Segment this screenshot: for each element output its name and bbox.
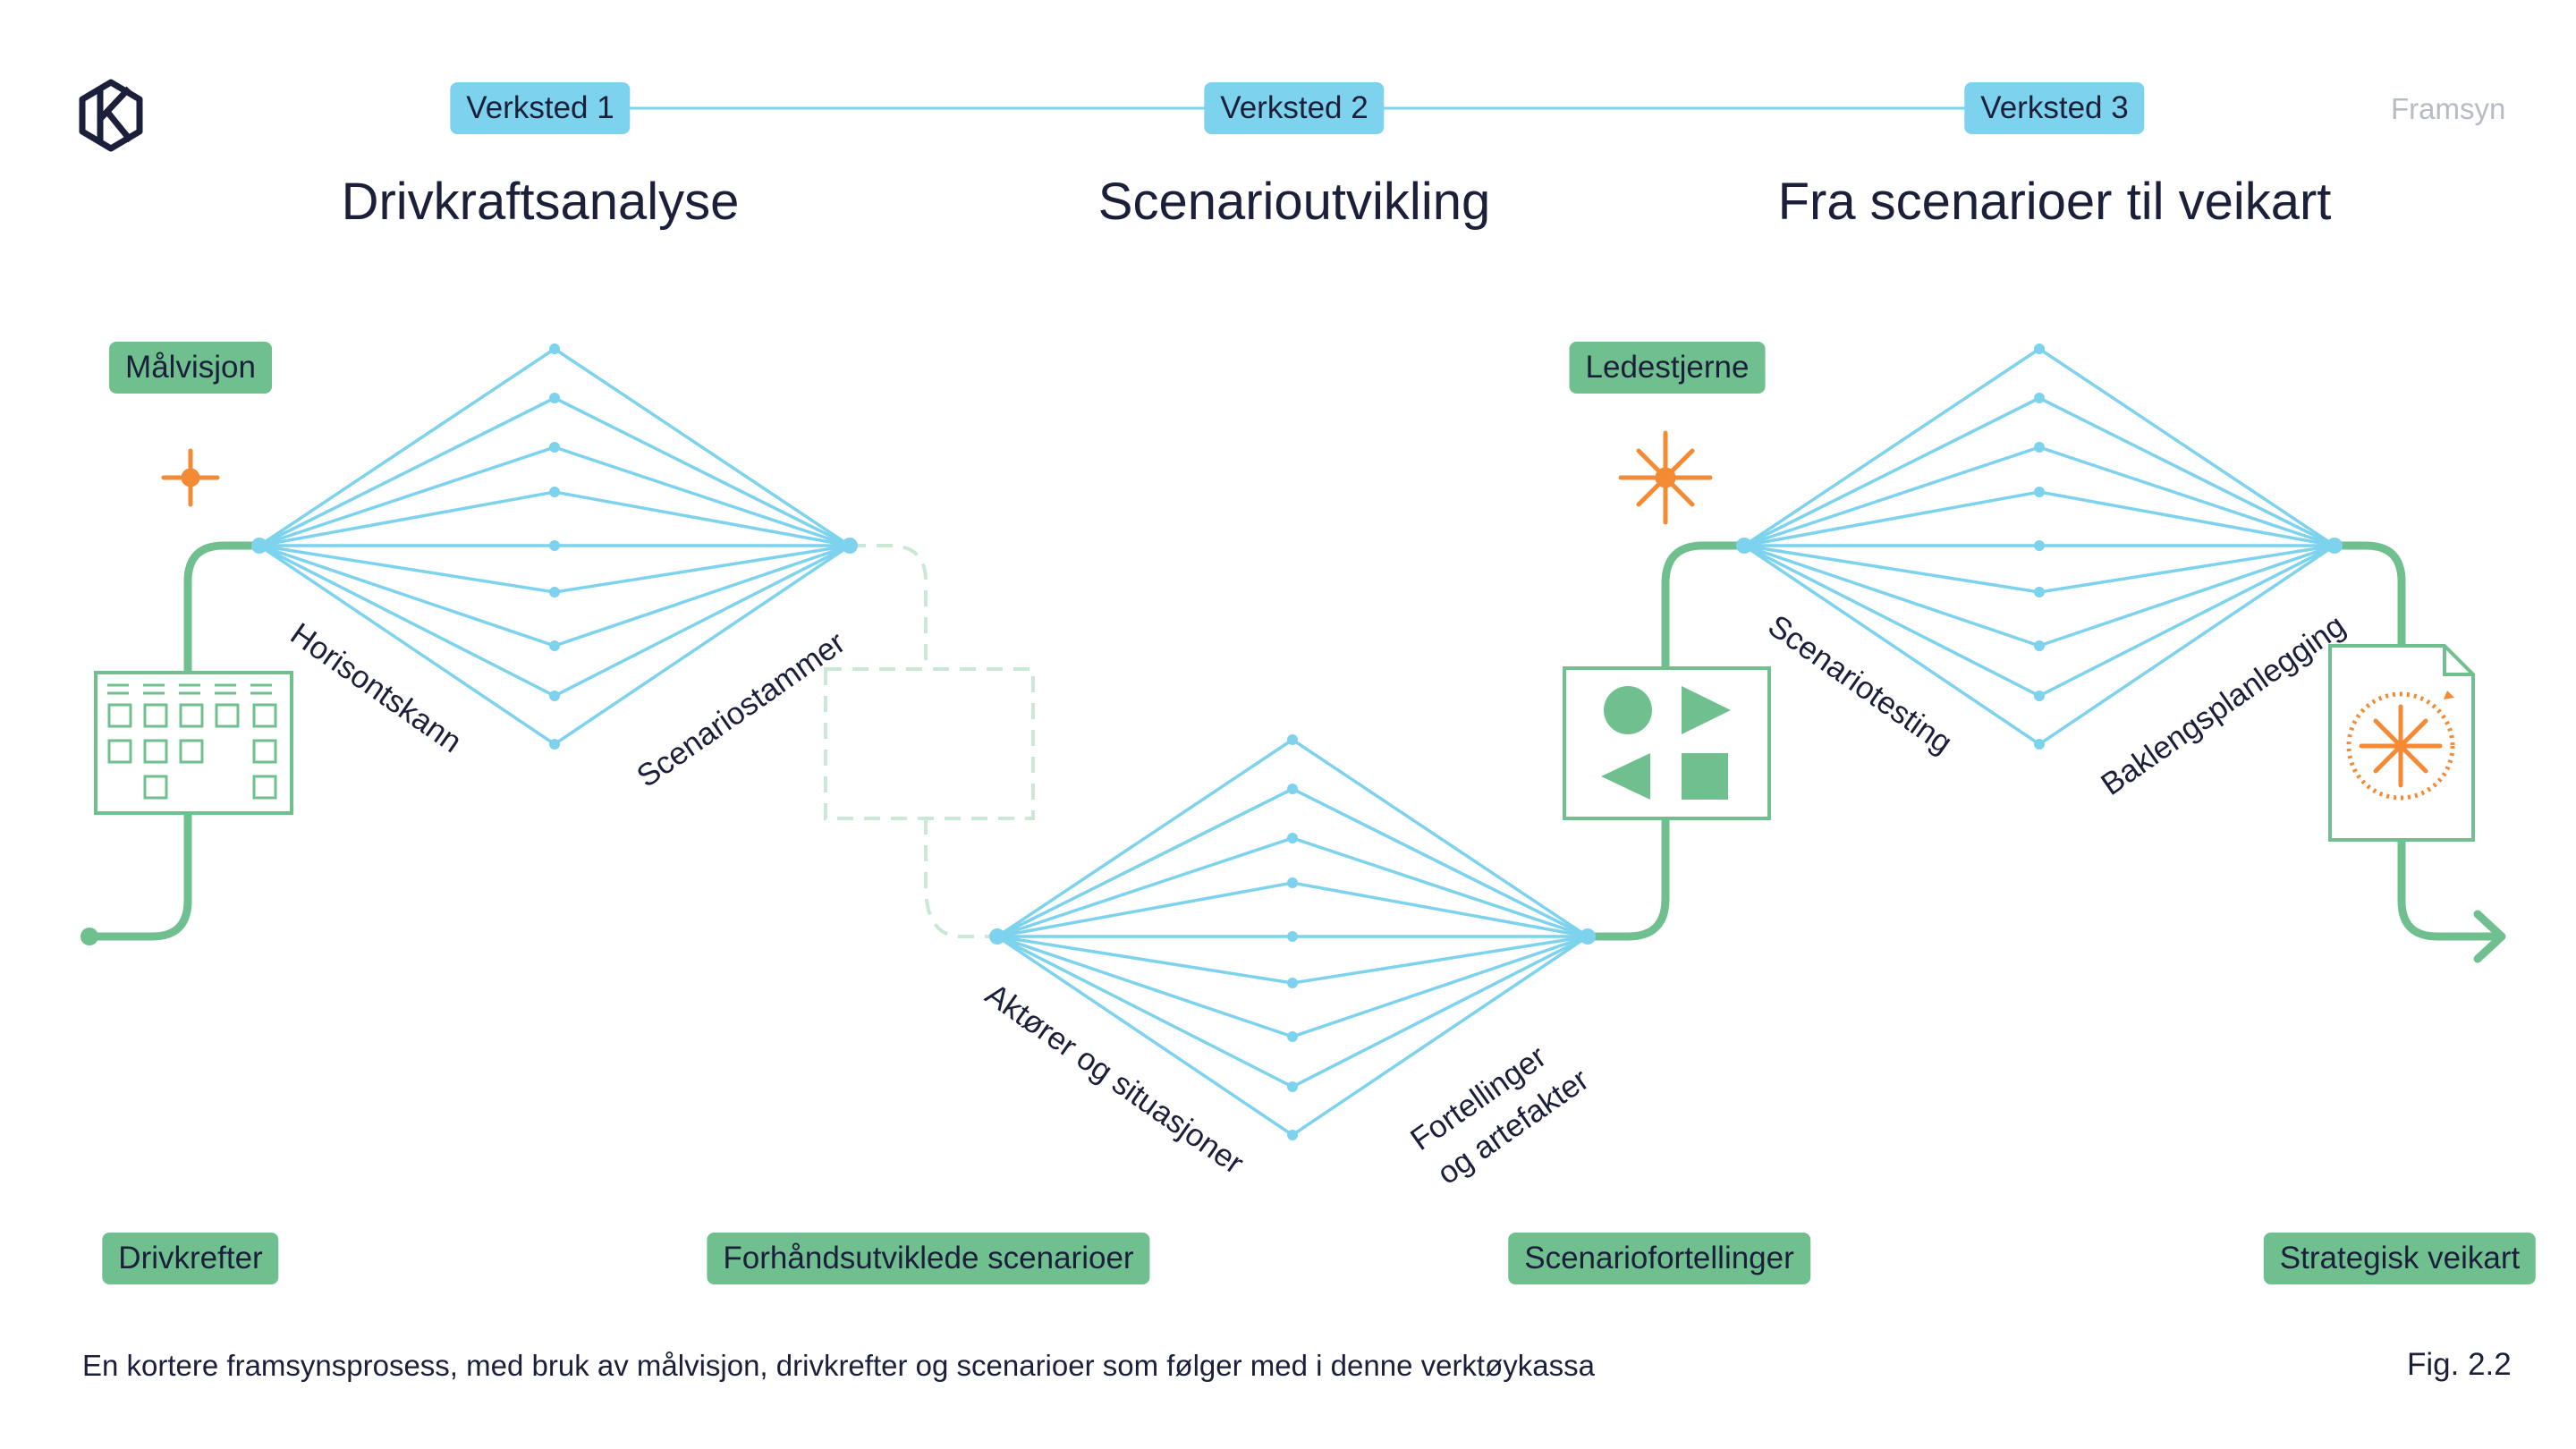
tag-strategisk-veikart: Strategisk veikart xyxy=(2263,1233,2537,1284)
diamond-node xyxy=(1287,734,1298,745)
diamond-line xyxy=(258,544,851,594)
diamond-veikart xyxy=(1736,343,2343,750)
diamond-node xyxy=(1287,877,1298,888)
diamond-node xyxy=(1287,784,1298,794)
figure-number: Fig. 2.2 xyxy=(2407,1347,2512,1382)
diamond-node xyxy=(1287,833,1298,843)
large-star-icon xyxy=(1618,430,1713,525)
diamond-node xyxy=(2034,487,2045,497)
diamond-vertex xyxy=(2326,538,2343,554)
diamond-vertex xyxy=(1580,928,1596,945)
workshop-title-3: Fra scenarioer til veikart xyxy=(1777,173,2332,231)
diamond-node xyxy=(549,587,560,597)
diamond-node xyxy=(1287,931,1298,942)
diamond-node xyxy=(1287,1031,1298,1042)
diamond-drivkraftsanalyse xyxy=(251,343,858,750)
shapes-icon xyxy=(1563,666,1771,820)
figure-caption: En kortere framsynsprosess, med bruk av … xyxy=(82,1349,1595,1382)
diamond-node xyxy=(2034,739,2045,750)
workshop-pill-3: Verksted 3 xyxy=(1964,82,2145,134)
diamond-node xyxy=(2034,540,2045,551)
diamond-line xyxy=(1743,544,2335,594)
workshop-pill-1: Verksted 1 xyxy=(450,82,631,134)
diamond-node xyxy=(2034,691,2045,701)
dashed-connector xyxy=(850,544,997,938)
diamond-node xyxy=(549,540,560,551)
workshop-title-2: Scenarioutvikling xyxy=(1097,173,1491,231)
diamond-line xyxy=(996,787,1589,938)
tag-malvisjon: Målvisjon xyxy=(109,342,272,394)
tag-forhandsutviklede-scenarioer: Forhåndsutviklede scenarioer xyxy=(707,1233,1150,1284)
diamond-vertex xyxy=(842,538,858,554)
diamond-vertex xyxy=(251,538,267,554)
diamond-vertex xyxy=(1736,538,1752,554)
diamond-node xyxy=(1287,1130,1298,1140)
diamond-node xyxy=(1287,978,1298,988)
diamond-node xyxy=(2034,587,2045,597)
diamond-node xyxy=(549,739,560,750)
diamond-scenarioutvikling xyxy=(989,734,1596,1140)
document-compass-icon xyxy=(2328,644,2475,842)
workshop-pill-2: Verksted 2 xyxy=(1204,82,1385,134)
diamond-node xyxy=(549,393,560,403)
small-star-icon xyxy=(161,448,220,507)
calendar-grid-icon xyxy=(94,671,293,815)
diamond-node xyxy=(2034,343,2045,354)
diamond-node xyxy=(2034,442,2045,453)
diamond-node xyxy=(2034,640,2045,651)
diamond-node xyxy=(549,343,560,354)
tag-ledestjerne: Ledestjerne xyxy=(1569,342,1766,394)
tag-drivkrefter: Drivkrefter xyxy=(102,1233,279,1284)
workshop-title-1: Drivkraftsanalyse xyxy=(341,173,740,231)
dashed-scenario-box xyxy=(824,667,1035,820)
diamond-node xyxy=(1287,1081,1298,1092)
diamond-node xyxy=(549,487,560,497)
brand-name: Framsyn xyxy=(2391,92,2506,125)
diamond-node xyxy=(549,442,560,453)
diamond-line xyxy=(1743,396,2335,547)
path-start-dot xyxy=(80,928,98,945)
diamond-node xyxy=(549,640,560,651)
diamond-line xyxy=(996,935,1589,985)
diamond-vertex xyxy=(989,928,1005,945)
tag-scenariofortellinger: Scenariofortellinger xyxy=(1508,1233,1810,1284)
arrow-right-icon xyxy=(2473,910,2506,963)
logo-icon xyxy=(79,79,143,152)
diamond-node xyxy=(549,691,560,701)
diamond-line xyxy=(258,396,851,547)
diamond-node xyxy=(2034,393,2045,403)
